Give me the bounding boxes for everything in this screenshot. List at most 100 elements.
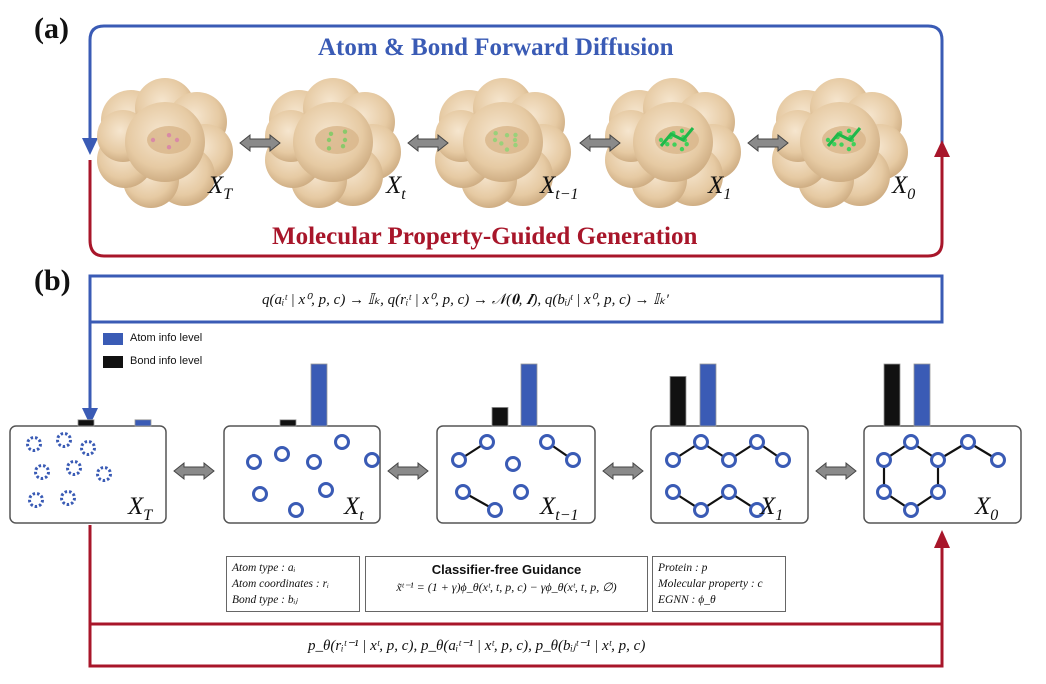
atom-node — [749, 502, 765, 518]
ligand-atom — [679, 128, 685, 134]
state-label-x0-a: X0 — [892, 172, 916, 203]
atom-node — [505, 456, 521, 472]
ligand-atom — [846, 146, 852, 152]
legend-atom-label: Atom info level — [130, 332, 203, 344]
ligand-atom — [504, 133, 510, 138]
ligand-atom — [340, 144, 346, 149]
bond-info-bar — [279, 419, 297, 427]
atom-node — [990, 452, 1006, 468]
bond-type-note: Bond type : bᵢⱼ — [232, 594, 298, 606]
atom-node — [721, 452, 737, 468]
atom-node — [451, 452, 467, 468]
ligand-atom — [174, 137, 180, 143]
ligand-atom — [504, 147, 510, 152]
molecular-graph — [665, 434, 791, 518]
atom-node — [876, 484, 892, 500]
atom-node — [487, 502, 503, 518]
reverse-arrowhead-b — [934, 530, 950, 548]
atom-node — [96, 466, 112, 482]
state-label-xt-1-b: Xt−1 — [540, 493, 579, 524]
protein-note: Protein : p — [658, 562, 708, 574]
graph-state-boxes — [9, 425, 1022, 524]
ligand-atom — [342, 137, 348, 143]
atom-node — [252, 486, 268, 502]
state-label-xT-b: XT — [128, 493, 153, 524]
forward-loop-a — [88, 24, 944, 150]
molecular-graph — [26, 432, 112, 508]
atom-node — [288, 502, 304, 518]
atom-node — [513, 484, 529, 500]
atom-node — [930, 452, 946, 468]
atom-node — [665, 452, 681, 468]
protein-structures — [97, 78, 908, 208]
ligand-atom — [825, 137, 831, 143]
ligand-atom — [328, 131, 334, 136]
atom-node — [693, 502, 709, 518]
state-label-xt-a: Xt — [386, 172, 406, 203]
ligand-atom — [326, 137, 332, 143]
atom-node — [479, 434, 495, 450]
forward-arrowhead-a — [82, 138, 98, 155]
atom-node — [364, 452, 380, 468]
atom-node — [26, 436, 42, 452]
graph-box-x1 — [650, 425, 809, 524]
molecular-graph — [246, 434, 380, 518]
atom-node — [246, 454, 262, 470]
state-label-x0-b: X0 — [975, 493, 999, 524]
ligand-atom — [832, 142, 837, 147]
atom-node — [903, 502, 919, 518]
atom-node — [306, 454, 322, 470]
reverse-loop-a — [88, 155, 944, 258]
atom-coordinates-note: Atom coordinates : rᵢ — [232, 578, 329, 590]
ligand-atom — [839, 142, 844, 147]
atom-node — [903, 434, 919, 450]
bond-info-bar — [77, 419, 95, 427]
atom-node — [34, 464, 50, 480]
double-arrow-icon — [602, 462, 644, 480]
atom-node — [665, 484, 681, 500]
atom-node — [565, 452, 581, 468]
atom-node — [930, 484, 946, 500]
panel-b-label: (b) — [34, 264, 71, 297]
double-arrow-icon — [815, 462, 857, 480]
atom-info-bar — [913, 363, 931, 427]
atom-node — [960, 434, 976, 450]
classifier-free-guidance-box: Classifier-free Guidance x̃ᵗ⁻¹ = (1 + γ)… — [365, 556, 648, 612]
reverse-arrowhead-a — [934, 140, 950, 157]
ligand-atom — [513, 142, 518, 148]
state-label-x1-b: X1 — [760, 493, 784, 524]
ligand-atom — [342, 129, 348, 134]
forward-diffusion-title: Atom & Bond Forward Diffusion — [318, 34, 674, 61]
state-label-x1-a: X1 — [708, 172, 732, 203]
atom-info-bar — [310, 363, 328, 427]
state-label-xT-a: XT — [208, 172, 233, 203]
ligand-atom — [851, 142, 856, 147]
info-level-bars — [77, 363, 931, 427]
atom-node — [455, 484, 471, 500]
panel-a-label: (a) — [34, 12, 69, 45]
protein-structure — [265, 78, 401, 208]
ligand-atom — [326, 146, 332, 151]
atom-node — [334, 434, 350, 450]
ligand-atom — [512, 137, 518, 143]
condition-legend-box: Protein : p Molecular property : c EGNN … — [652, 556, 786, 612]
protein-structure — [772, 78, 908, 208]
atom-info-bar — [134, 419, 152, 427]
forward-arrowhead-b — [82, 408, 98, 425]
atom-node — [80, 440, 96, 456]
atom-node — [749, 434, 765, 450]
atom-node — [66, 460, 82, 476]
reverse-loop-b — [88, 525, 944, 668]
ligand-bond — [826, 127, 862, 147]
ligand-atom — [150, 137, 156, 143]
ligand-atom — [499, 141, 504, 146]
guidance-equation: x̃ᵗ⁻¹ = (1 + γ)ϕ_θ(xᵗ, t, p, c) − γϕ_θ(x… — [396, 580, 617, 594]
atom-node — [60, 490, 76, 506]
forward-loop-b — [88, 274, 944, 408]
ligand-atom — [672, 142, 677, 147]
state-label-xt-b: Xt — [344, 493, 364, 524]
ligand-atom — [846, 128, 852, 134]
reverse-equation: p_θ(rᵢᵗ⁻¹ | xᵗ, p, c), p_θ(aᵢᵗ⁻¹ | xᵗ, p… — [308, 638, 646, 654]
atom-node — [28, 492, 44, 508]
ligand-atom — [679, 146, 685, 152]
